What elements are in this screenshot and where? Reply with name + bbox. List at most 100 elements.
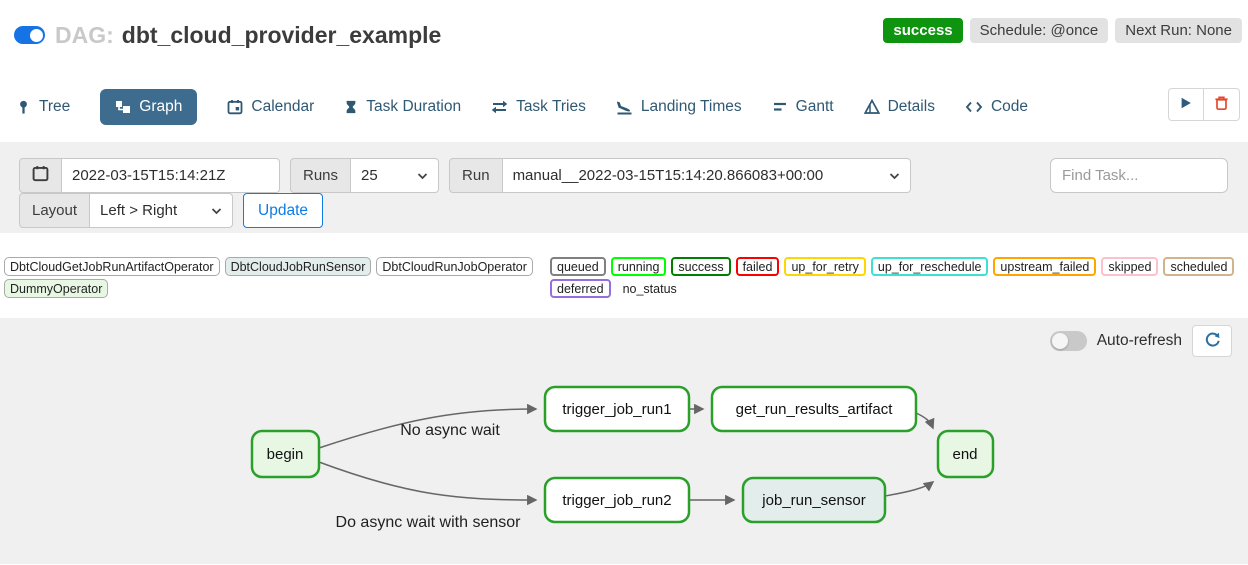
runs-count-select[interactable]: 25 — [351, 158, 440, 193]
graph-node-trigger_job_run1[interactable]: trigger_job_run1 — [543, 385, 691, 433]
graph-node-begin[interactable]: begin — [250, 429, 321, 479]
runs-label: Runs — [290, 158, 352, 193]
status-badge-success: success — [671, 257, 731, 276]
retries-icon — [491, 99, 508, 115]
plane-landing-icon — [616, 99, 633, 115]
chevron-down-icon — [417, 167, 428, 184]
filter-bar: Runs 25 Run manual__2022-03-15T15:14:20.… — [0, 142, 1248, 233]
dag-run-value: manual__2022-03-15T15:14:20.866083+00:00 — [512, 167, 824, 184]
status-badge-scheduled: scheduled — [1163, 257, 1235, 276]
graph-node-job_run_sensor[interactable]: job_run_sensor — [741, 476, 887, 524]
operator-badge-dbtcloudrunjoboperator: DbtCloudRunJobOperator — [376, 257, 533, 276]
run-label: Run — [449, 158, 503, 193]
page-title: dbt_cloud_provider_example — [121, 21, 442, 48]
edge-begin-to-trigger_job_run2 — [318, 461, 538, 506]
tab-label: Calendar — [251, 98, 315, 115]
status-badge-upstream_failed: upstream_failed — [993, 257, 1097, 276]
tab-task-duration[interactable]: Task Duration — [344, 98, 461, 116]
refresh-button[interactable] — [1192, 325, 1232, 357]
edge-label: No async wait — [400, 422, 500, 439]
graph-controls: Auto-refresh — [1049, 325, 1232, 357]
operator-badge-dummyoperator: DummyOperator — [4, 279, 109, 298]
status-badge-deferred: deferred — [550, 279, 611, 298]
graph-node-get_run_results_artifact[interactable]: get_run_results_artifact — [710, 385, 918, 433]
tab-details[interactable]: Details — [863, 98, 935, 116]
play-icon — [1179, 96, 1193, 113]
layout-value: Left > Right — [100, 202, 178, 219]
status-badge-up_for_retry: up_for_retry — [784, 257, 866, 276]
toggle-knob — [29, 28, 43, 42]
tab-label: Landing Times — [640, 98, 742, 115]
tab-label: Tree — [39, 98, 71, 115]
tab-tree[interactable]: Tree — [16, 98, 70, 116]
refresh-icon — [1204, 331, 1221, 351]
layout-group: Layout Left > Right — [19, 193, 234, 228]
status-badge-no_status: no_status — [622, 281, 677, 296]
status-badge-up_for_reschedule: up_for_reschedule — [870, 257, 989, 276]
update-button[interactable]: Update — [243, 193, 324, 228]
dag-status-badge[interactable]: success — [883, 18, 963, 43]
code-icon — [965, 99, 983, 115]
graph-node-end[interactable]: end — [936, 429, 995, 479]
calendar-addon — [19, 158, 62, 193]
tab-gantt[interactable]: Gantt — [772, 98, 834, 116]
edge-get_run_results_artifact-to-end — [915, 412, 935, 430]
hourglass-icon — [344, 99, 358, 115]
status-badge-skipped: skipped — [1101, 257, 1159, 276]
next-run-badge: Next Run: None — [1115, 18, 1242, 43]
run-select-group: Run manual__2022-03-15T15:14:20.866083+0… — [449, 158, 911, 193]
toggle-knob — [1051, 333, 1068, 349]
edge-label: Do async wait with sensor — [336, 514, 522, 531]
tab-graph[interactable]: Graph — [100, 89, 198, 125]
dag-label-prefix: DAG: — [55, 21, 114, 48]
dag-header: DAG: dbt_cloud_provider_example success … — [14, 18, 1242, 52]
num-runs-group: Runs 25 — [290, 158, 440, 193]
tab-label: Code — [990, 98, 1029, 115]
base-date-group — [19, 158, 280, 193]
tab-task-tries[interactable]: Task Tries — [491, 98, 586, 116]
delete-dag-button[interactable] — [1204, 88, 1240, 121]
gantt-icon — [772, 99, 788, 115]
graph-node-trigger_job_run2[interactable]: trigger_job_run2 — [543, 476, 691, 524]
status-badge-queued: queued — [550, 257, 606, 276]
calendar-icon — [32, 165, 49, 186]
tree-icon — [16, 99, 31, 115]
edge-job_run_sensor-to-end — [884, 481, 935, 497]
trigger-dag-button[interactable] — [1168, 88, 1204, 121]
status-badge-failed: failed — [735, 257, 780, 276]
header-badges: success Schedule: @once Next Run: None — [883, 18, 1242, 43]
calendar-icon — [227, 99, 243, 115]
details-icon — [863, 99, 880, 115]
trash-icon — [1214, 95, 1229, 114]
graph-icon — [115, 99, 131, 115]
dag-pause-toggle[interactable] — [14, 26, 45, 44]
view-tabs: Tree Graph Calendar Task Duration Task T… — [16, 88, 1242, 126]
dag-run-select[interactable]: manual__2022-03-15T15:14:20.866083+00:00 — [502, 158, 911, 193]
tab-code[interactable]: Code — [965, 98, 1028, 116]
status-badge-running: running — [610, 257, 667, 276]
tab-label: Task Duration — [366, 98, 462, 115]
chevron-down-icon — [889, 167, 900, 184]
find-task-input[interactable] — [1050, 158, 1228, 193]
layout-select[interactable]: Left > Right — [90, 193, 234, 228]
tab-landing-times[interactable]: Landing Times — [616, 98, 742, 116]
layout-label: Layout — [19, 193, 91, 228]
schedule-badge: Schedule: @once — [969, 18, 1109, 43]
tab-label: Task Tries — [516, 98, 586, 115]
operator-badge-dbtcloudgetjobrunartifactoperator: DbtCloudGetJobRunArtifactOperator — [4, 257, 220, 276]
dag-actions — [1168, 88, 1240, 121]
tab-label: Details — [887, 98, 935, 115]
chevron-down-icon — [211, 202, 222, 219]
auto-refresh-label: Auto-refresh — [1096, 332, 1182, 349]
base-date-input[interactable] — [72, 167, 269, 184]
tab-calendar[interactable]: Calendar — [227, 98, 314, 116]
tab-label: Gantt — [795, 98, 834, 115]
edge-begin-to-trigger_job_run1 — [318, 403, 538, 449]
graph-panel: Auto-refresh No async wait Do async wait … — [0, 318, 1248, 564]
runs-count-value: 25 — [361, 167, 378, 184]
operator-badge-dbtcloudjobrunsensor: DbtCloudJobRunSensor — [224, 257, 372, 276]
auto-refresh-toggle[interactable] — [1049, 331, 1087, 351]
